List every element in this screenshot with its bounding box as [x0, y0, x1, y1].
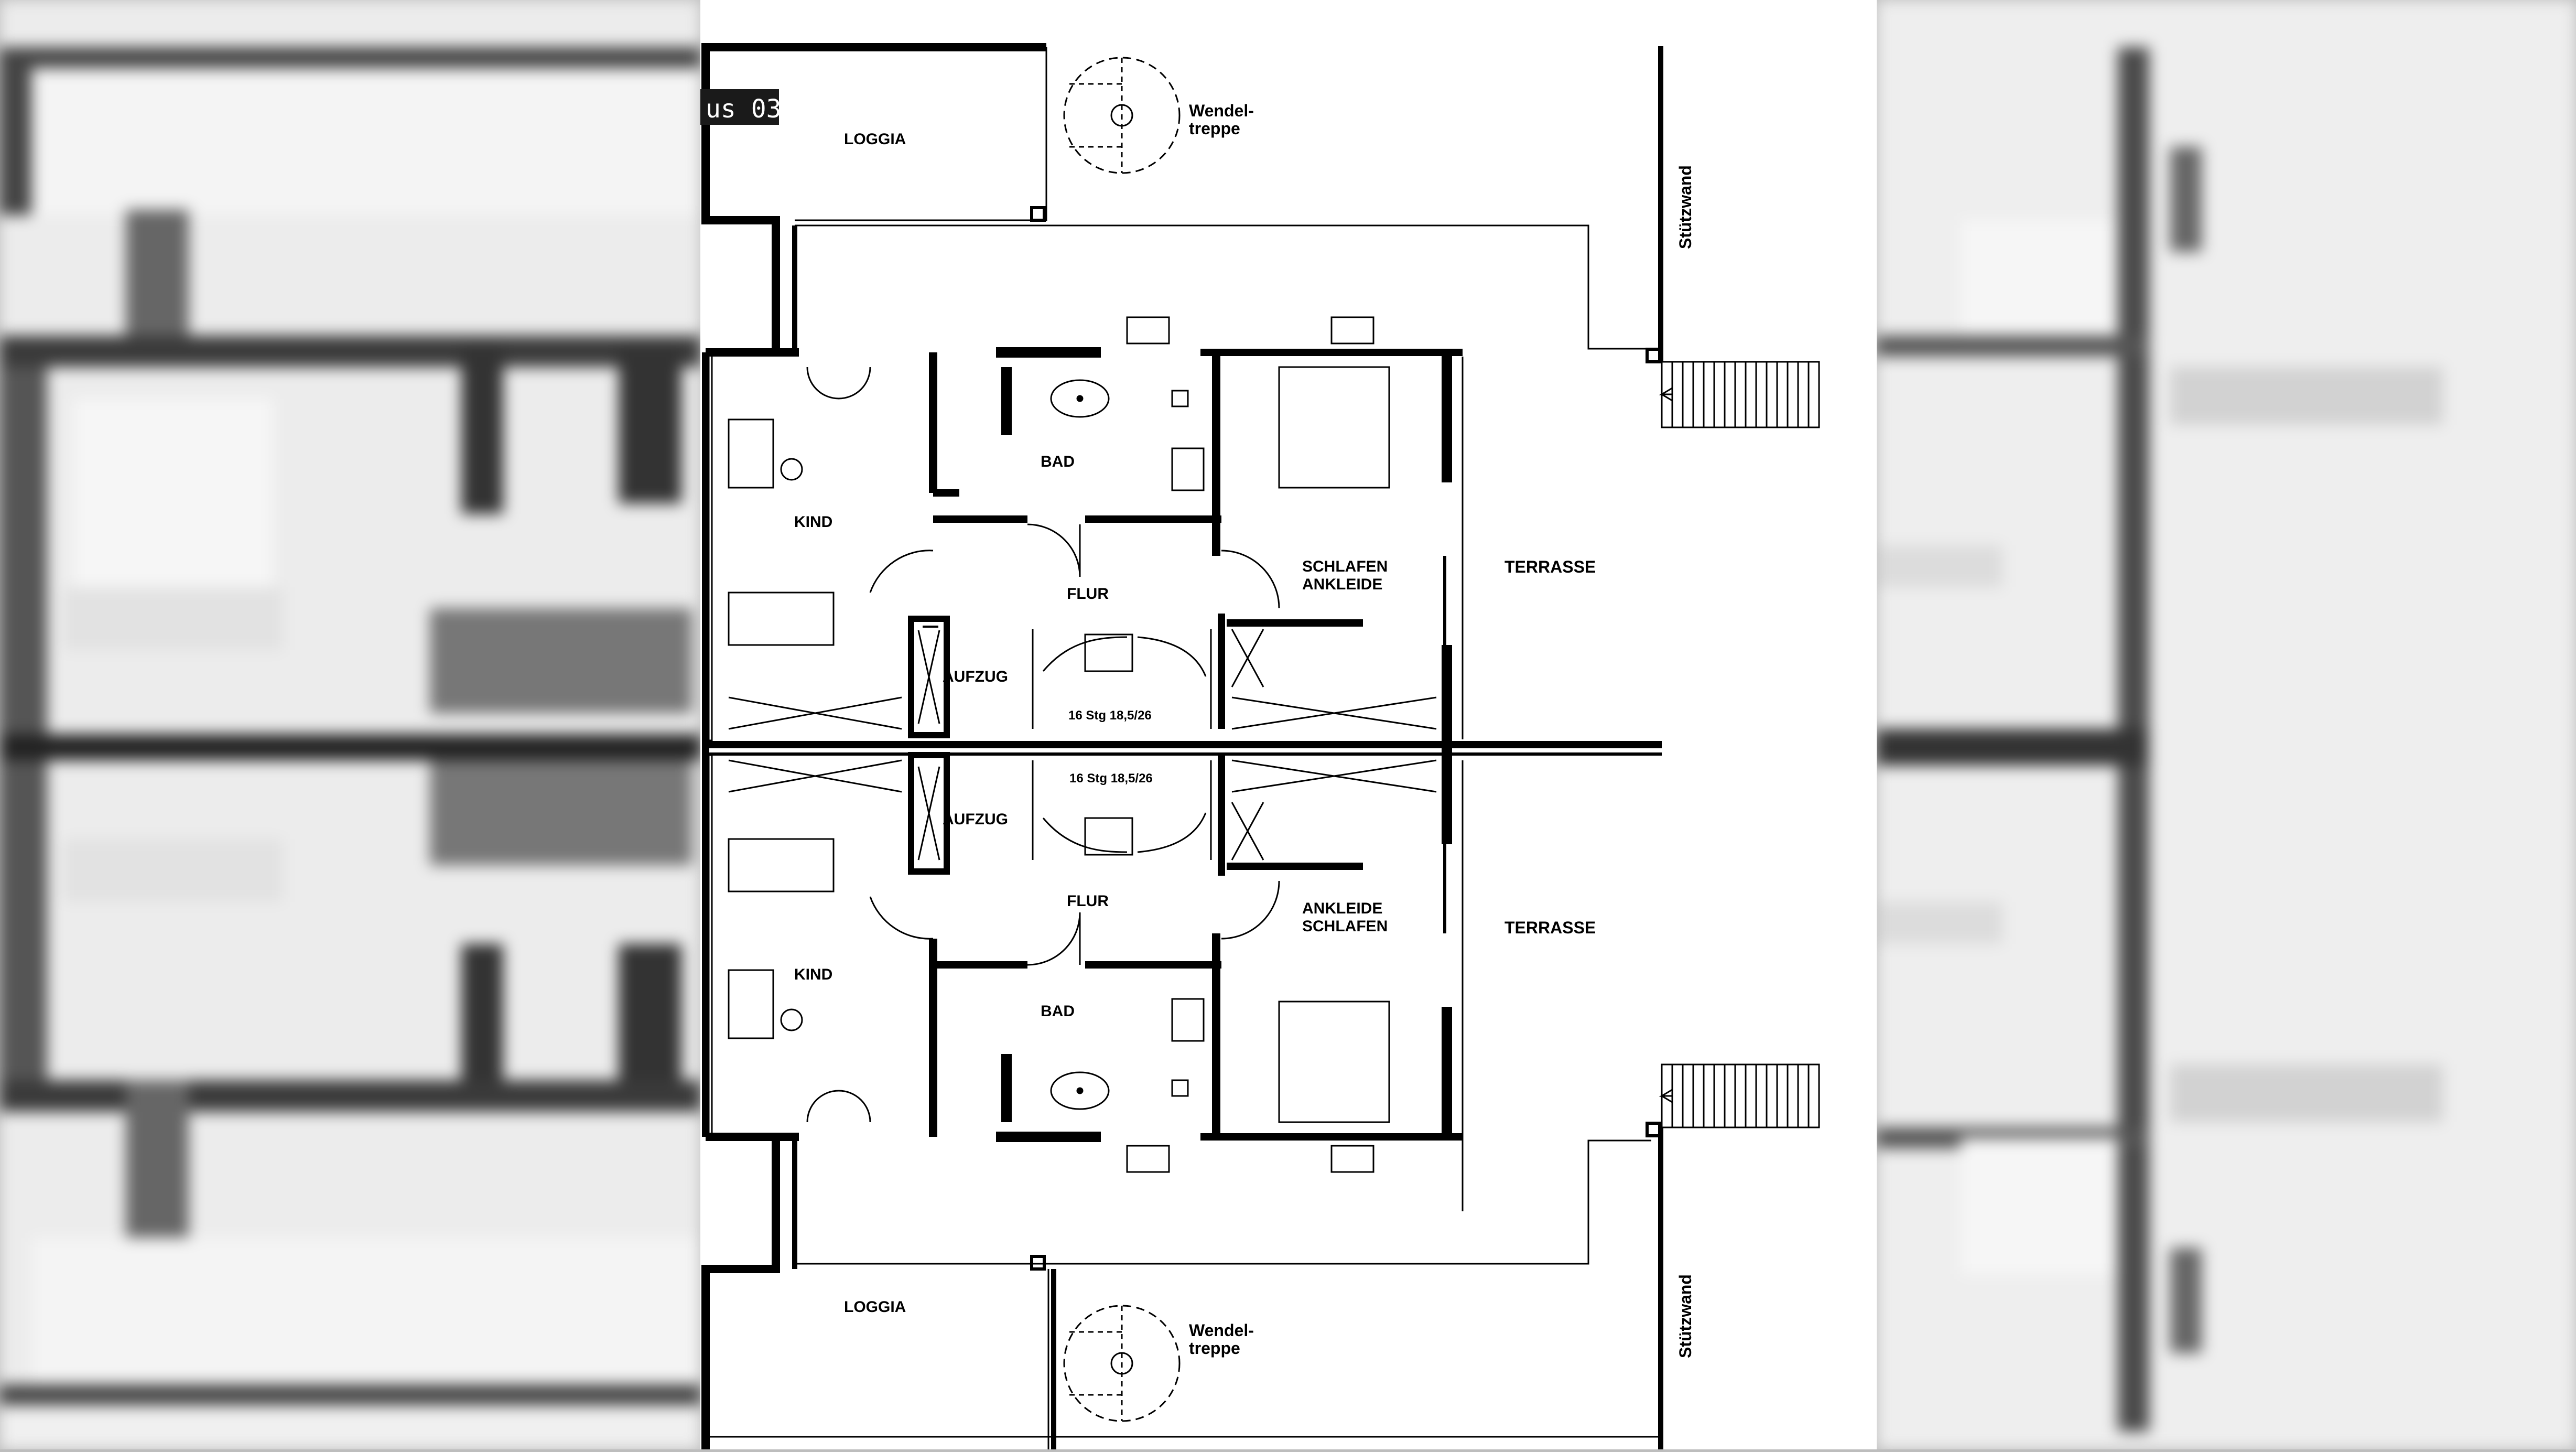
label-terrace-top: TERRASSE [1505, 557, 1596, 576]
label-spiral-stair-bottom-2: treppe [1189, 1339, 1240, 1358]
label-stair-note-top: 16 Stg 18,5/26 [1068, 708, 1152, 723]
label-spiral-stair-top-2: treppe [1189, 119, 1240, 138]
label-spiral-stair-top-1: Wendel- [1189, 101, 1254, 120]
label-retaining-wall-bottom: Stützwand [1676, 1274, 1695, 1358]
label-stair-note-bottom: 16 Stg 18,5/26 [1069, 771, 1153, 786]
label-bedroom-top-2: ANKLEIDE [1302, 576, 1382, 593]
label-child-room-top: KIND [794, 513, 832, 531]
label-hallway-top: FLUR [1067, 585, 1109, 603]
label-bedroom-bottom-1: ANKLEIDE [1302, 900, 1382, 917]
label-terrace-bottom: TERRASSE [1505, 918, 1596, 937]
blurred-neighbor-plan-left [0, 0, 700, 1449]
title-tag-box [700, 89, 779, 125]
label-spiral-stair-bottom-1: Wendel- [1189, 1321, 1254, 1340]
title-tag: us 03 [706, 94, 782, 124]
label-bedroom-bottom-2: SCHLAFEN [1302, 918, 1388, 935]
blurred-neighbor-plan-right [1877, 0, 2576, 1449]
label-loggia-bottom: LOGGIA [844, 1298, 906, 1316]
label-hallway-bottom: FLUR [1067, 892, 1109, 910]
label-elevator-bottom: AUFZUG [943, 811, 1008, 828]
label-loggia-top: LOGGIA [844, 131, 906, 148]
floor-plan-drawing: us 03 LOGGIA Wendel- treppe Stützwand KI… [700, 43, 1820, 1449]
label-bathroom-bottom: BAD [1041, 1003, 1075, 1020]
label-retaining-wall-top: Stützwand [1676, 165, 1695, 249]
label-child-room-bottom: KIND [794, 966, 832, 983]
label-bedroom-top-1: SCHLAFEN [1302, 558, 1388, 575]
floor-plan: us 03 LOGGIA Wendel- treppe Stützwand KI… [700, 0, 1877, 1449]
label-bathroom-top: BAD [1041, 453, 1075, 470]
label-elevator-top: AUFZUG [943, 668, 1008, 685]
